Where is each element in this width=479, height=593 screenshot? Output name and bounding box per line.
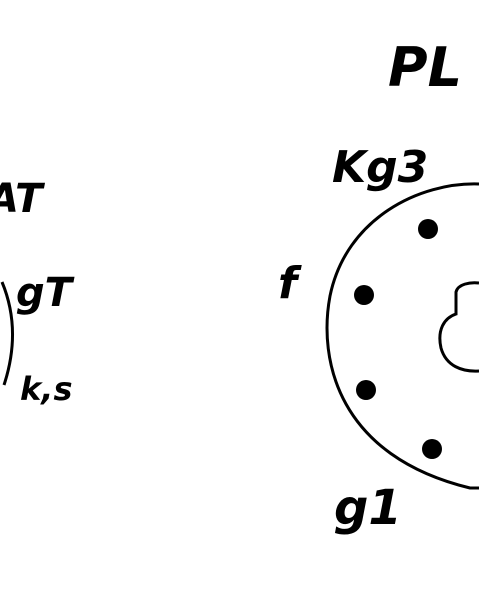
- right-label-bottom: g1: [334, 480, 402, 536]
- right-label-left: f: [278, 258, 302, 309]
- left-pin-lower-label: k,s: [20, 370, 72, 408]
- left-pin-upper-label: gT: [16, 270, 75, 316]
- right-base-outline: [325, 182, 479, 490]
- left-top-label: AT: [0, 176, 45, 222]
- pin-dot: [356, 380, 376, 400]
- center-key: [438, 281, 479, 373]
- pin-dot: [422, 439, 442, 459]
- right-diagram-title: PL: [388, 36, 462, 99]
- pin-dot: [418, 219, 438, 239]
- right-base-diagram: PL Kg3 f g1: [278, 36, 479, 536]
- pin-dot: [354, 285, 374, 305]
- left-base-outline: [0, 281, 15, 386]
- left-base-diagram: AT gT k,s: [0, 176, 75, 408]
- right-label-top: Kg3: [332, 142, 428, 193]
